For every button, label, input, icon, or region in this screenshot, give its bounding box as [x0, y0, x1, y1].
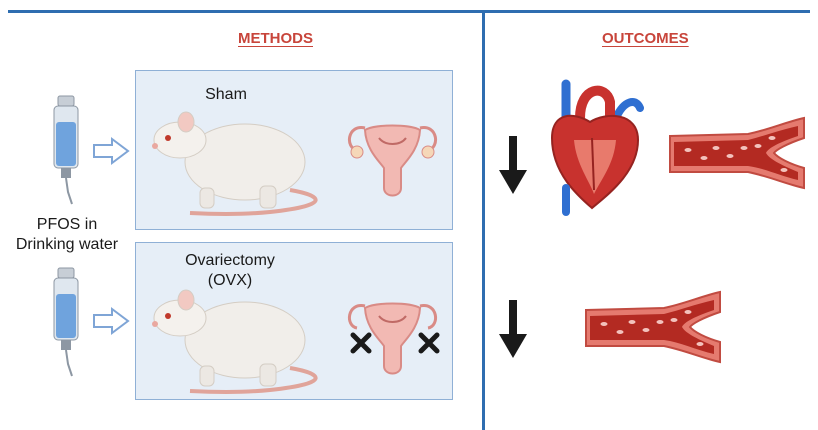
blood-vessel-icon: [668, 116, 808, 191]
water-bottle-icon: [50, 268, 90, 378]
x-mark-icon: [350, 332, 372, 354]
hollow-arrow-icon: [92, 307, 132, 335]
rat-icon: [150, 278, 340, 398]
hollow-arrow-icon: [92, 137, 132, 165]
down-arrow-icon: [499, 136, 527, 196]
ovx-label-line1: Ovariectomy: [170, 252, 290, 270]
center-divider: [482, 10, 485, 430]
down-arrow-icon: [499, 300, 527, 360]
blood-vessel-icon: [584, 290, 724, 365]
methods-heading: METHODS: [238, 30, 313, 47]
water-bottle-icon: [50, 96, 90, 206]
top-rule: [8, 10, 810, 13]
pfos-label-line1: PFOS in: [2, 216, 132, 234]
outcomes-heading: OUTCOMES: [602, 30, 689, 47]
x-mark-icon: [418, 332, 440, 354]
pfos-label-line2: Drinking water: [2, 236, 132, 254]
heart-icon: [544, 78, 644, 220]
uterus-icon: [345, 118, 440, 203]
rat-icon: [150, 100, 340, 220]
